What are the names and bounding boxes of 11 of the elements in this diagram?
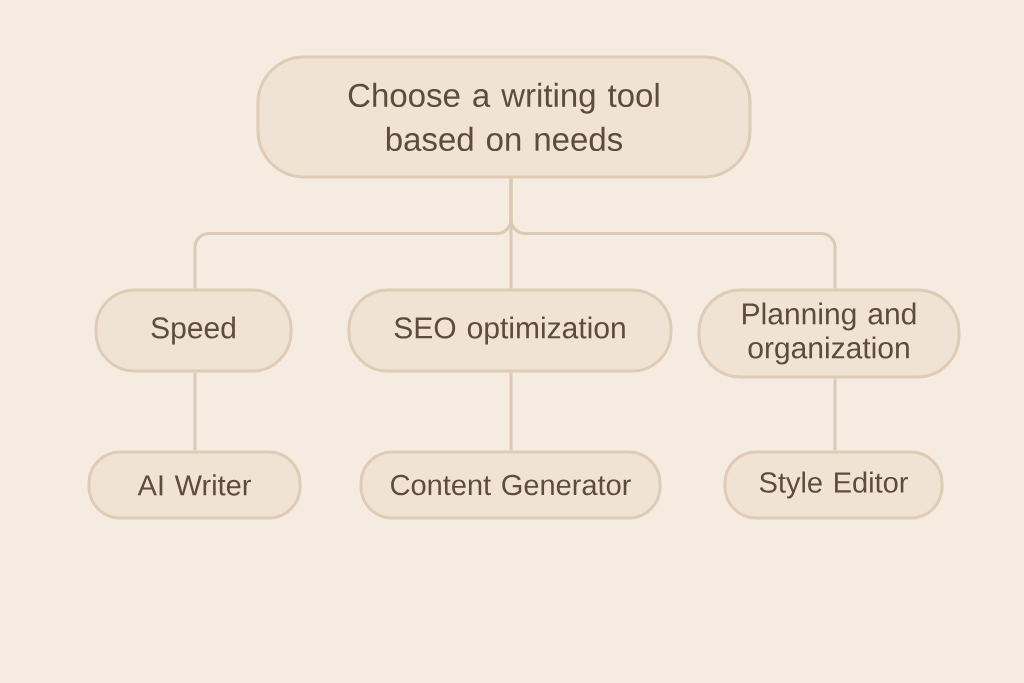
- root-box: Choose a writing tool based on needs: [256, 55, 752, 179]
- connector-line: [509, 372, 513, 451]
- branch-box: SEO optimization: [347, 288, 673, 373]
- leaf-box: AI Writer: [87, 450, 302, 520]
- branch-box: Planning and organization: [697, 288, 961, 379]
- branch-box: Speed: [94, 288, 293, 373]
- leaf-box: Style Editor: [723, 450, 944, 520]
- connector-line: [509, 178, 837, 289]
- connector-line: [833, 378, 837, 451]
- leaf-box: Content Generator: [359, 450, 662, 520]
- connector-line: [193, 372, 197, 451]
